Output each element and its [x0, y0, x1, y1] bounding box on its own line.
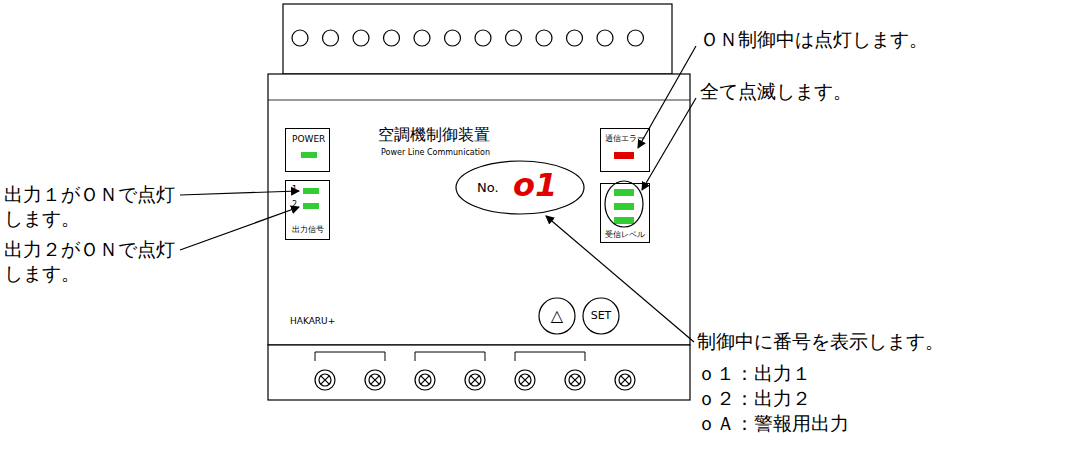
leader-line	[642, 98, 696, 190]
terminal-hole	[628, 30, 644, 46]
output1-led	[303, 188, 319, 194]
device-subtitle: Power Line Communication	[381, 148, 490, 158]
led-panel-box: 1 2 出力信号	[285, 180, 330, 240]
node-text: No.	[477, 180, 499, 196]
terminal-hole	[536, 30, 552, 46]
device-title: 空調機制御装置	[378, 125, 490, 145]
housing-body	[268, 74, 690, 345]
node-text: 1	[292, 185, 297, 195]
top-terminal-block	[283, 4, 672, 74]
callout-list-item: ｏ２：出力２	[697, 387, 811, 411]
node-text: o1	[513, 166, 557, 204]
terminal-hole	[414, 30, 430, 46]
screw	[315, 370, 335, 390]
callout-note: ＯＮ制御中は点灯します。	[700, 28, 928, 52]
top-terminals	[292, 30, 644, 46]
circle-outline	[539, 298, 575, 334]
node-text: 通信エラー	[605, 134, 645, 144]
level-led	[614, 217, 634, 224]
screw	[615, 370, 635, 390]
callout-note: 出力２がＯＮで点灯 します。	[4, 238, 186, 286]
terminal-hole	[475, 30, 491, 46]
node-text: SET	[591, 309, 612, 322]
leader-line	[638, 46, 696, 148]
push-button: △	[538, 297, 576, 335]
node-text: △	[551, 306, 563, 325]
ellipse-outline	[456, 161, 584, 214]
terminal-hole	[445, 30, 461, 46]
terminal-hole	[567, 30, 583, 46]
terminal-hole	[323, 30, 339, 46]
callout-ellipse	[605, 181, 643, 227]
level-led	[614, 203, 634, 210]
terminal-tabs	[315, 352, 585, 361]
terminal-tab	[415, 352, 485, 361]
bottom-terminal-block	[268, 345, 690, 400]
display-window: No. o1	[455, 160, 585, 215]
error-led	[614, 152, 634, 159]
circle-outline	[583, 298, 619, 334]
power-led	[301, 152, 317, 158]
screw-terminals	[315, 370, 635, 390]
push-button: SET	[582, 297, 620, 335]
terminal-tab	[315, 352, 385, 361]
screw	[415, 370, 435, 390]
leader-lines	[180, 46, 696, 342]
node-text: POWER	[292, 134, 325, 145]
screw	[365, 370, 385, 390]
leader-line	[180, 191, 299, 195]
terminal-hole	[506, 30, 522, 46]
callout-note: 出力１がＯＮで点灯 します。	[4, 183, 186, 231]
led-panel-box: 通信エラー	[600, 128, 650, 172]
terminal-hole	[353, 30, 369, 46]
terminal-hole	[292, 30, 308, 46]
brand-label: HAKARU+	[290, 316, 335, 327]
terminal-tab	[515, 352, 585, 361]
terminal-hole	[384, 30, 400, 46]
output2-led	[303, 203, 319, 209]
callout-note: 全て点滅します。	[700, 80, 852, 104]
screw	[515, 370, 535, 390]
terminal-hole	[597, 30, 613, 46]
leader-line	[180, 207, 299, 250]
callout-note: 制御中に番号を表示します。	[697, 330, 944, 354]
screw	[465, 370, 485, 390]
callout-list-item: ｏ１：出力１	[697, 362, 811, 386]
led-panel-box: POWER	[285, 128, 330, 172]
node-text: 出力信号	[292, 225, 324, 235]
node-text: 受信レベル	[605, 230, 645, 240]
level-led	[614, 189, 634, 196]
housing-line	[268, 100, 690, 101]
node-text: 2	[292, 200, 297, 210]
screw	[565, 370, 585, 390]
led-panel-box: 受信レベル	[600, 183, 650, 243]
callout-list-item: ｏＡ：警報用出力	[697, 412, 849, 436]
